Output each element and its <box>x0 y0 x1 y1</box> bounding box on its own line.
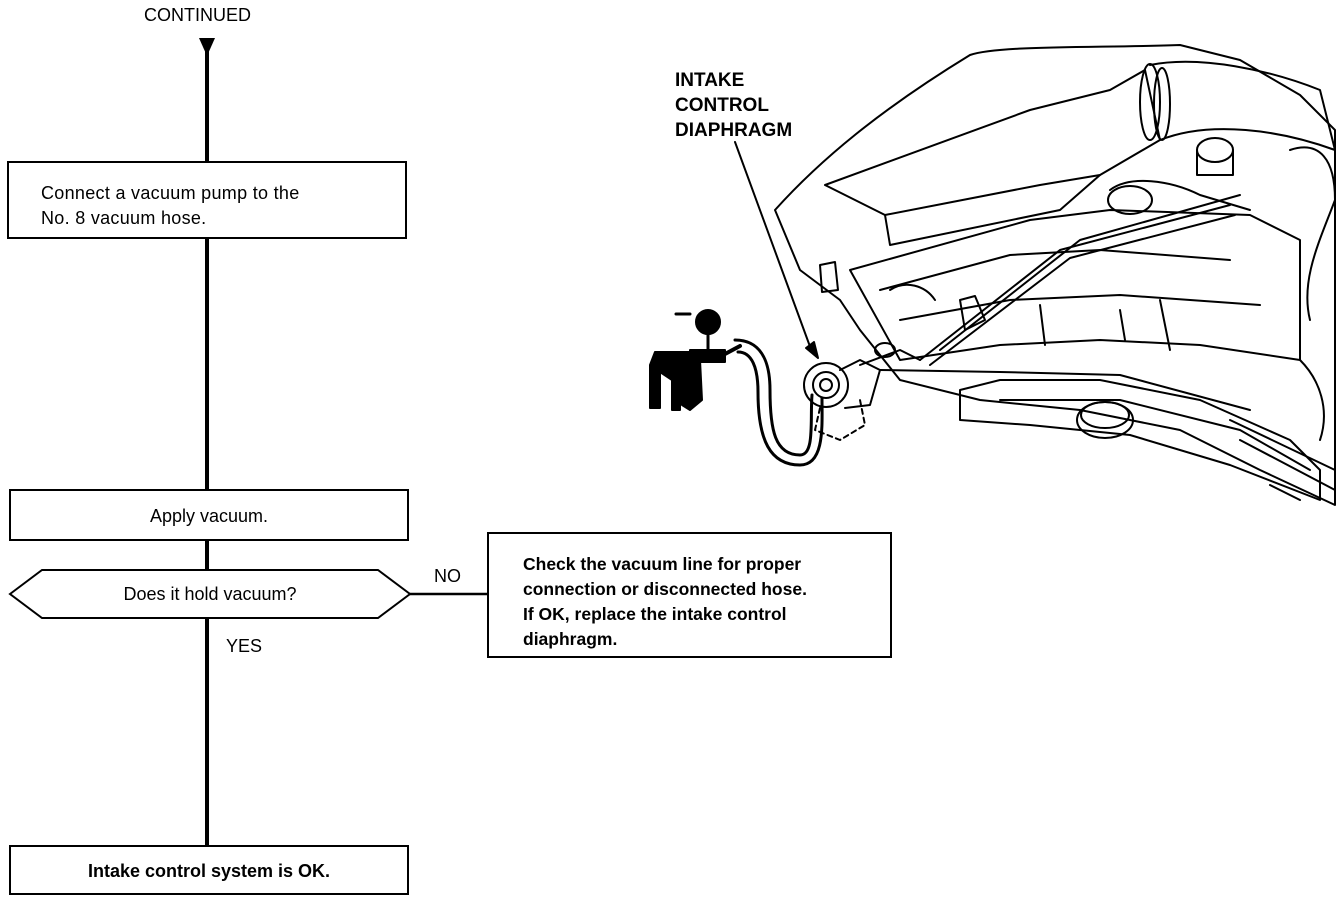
callout-line-3: DIAPHRAGM <box>675 120 793 141</box>
decision-shape <box>8 569 412 619</box>
intake-control-diaphragm-callout: INTAKE CONTROL DIAPHRAGM <box>675 68 792 143</box>
callout-line-1: INTAKE <box>675 70 745 91</box>
yes-branch-label: YES <box>226 636 263 656</box>
final-result-label: Intake control system is OK. <box>87 861 331 881</box>
no-result-box: Check the vacuum line for proper connect… <box>487 532 892 658</box>
step-apply-vacuum: Apply vacuum. <box>9 489 409 541</box>
continued-label: CONTINUED <box>144 5 251 25</box>
no-branch-label: NO <box>434 566 461 586</box>
no-result-line-4: diaphragm. <box>523 629 618 649</box>
step1-line-2: No. 8 vacuum hose. <box>41 208 207 228</box>
step1-line-1: Connect a vacuum pump to the <box>41 183 300 203</box>
no-result-line-3: If OK, replace the intake control <box>523 604 787 624</box>
callout-line-2: CONTROL <box>675 95 769 116</box>
step-connect-vacuum-pump: Connect a vacuum pump to the No. 8 vacuu… <box>7 161 407 239</box>
decision-label: Does it hold vacuum? <box>123 584 297 604</box>
no-result-line-2: connection or disconnected hose. <box>523 579 807 599</box>
no-result-line-1: Check the vacuum line for proper <box>523 554 802 574</box>
final-result-box: Intake control system is OK. <box>9 845 409 895</box>
step2-label: Apply vacuum. <box>149 506 269 526</box>
